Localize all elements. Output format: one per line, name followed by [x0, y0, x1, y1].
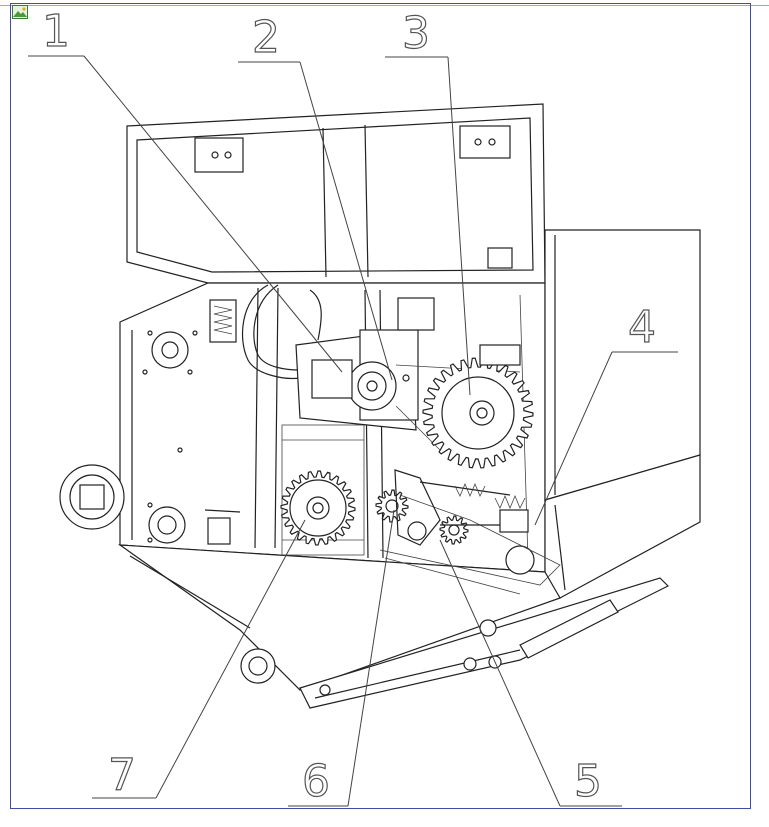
callout-3: 3 [402, 8, 430, 59]
machine-body [59, 103, 701, 709]
callout-5: 5 [574, 756, 602, 807]
callout-2: 2 [252, 12, 280, 63]
callout-labels: 1 2 3 4 5 6 7 [41, 5, 656, 807]
large-sprocket [422, 357, 534, 469]
image-icon [12, 5, 28, 19]
image-frame [10, 3, 751, 809]
hydraulic-hoses [209, 284, 322, 380]
callout-6: 6 [302, 756, 330, 807]
callout-1: 1 [42, 6, 70, 57]
callout-7: 7 [108, 750, 136, 801]
tension-springs [397, 247, 529, 533]
lower-sprocket [280, 470, 356, 546]
callout-4: 4 [628, 302, 656, 353]
leader-lines [28, 55, 678, 807]
small-sprockets [375, 489, 535, 575]
window-top-edge [0, 5, 769, 6]
